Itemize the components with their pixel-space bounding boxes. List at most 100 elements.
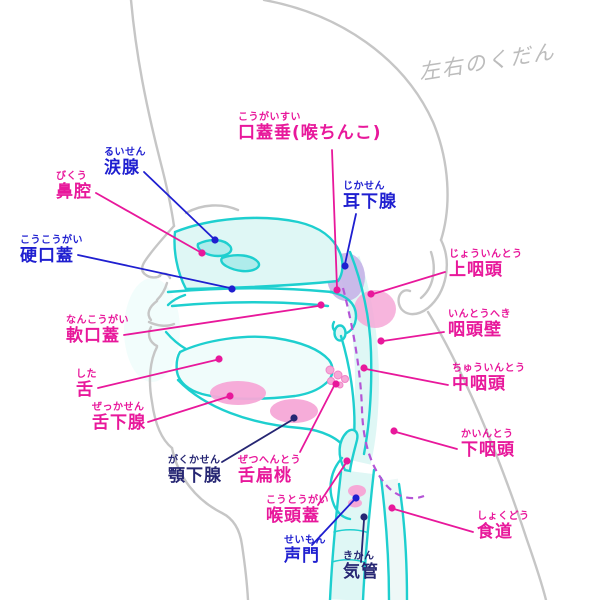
dot-epipharynx [367,290,375,298]
trachea-left-wall [328,470,343,600]
leader-mesopharynx [365,368,449,386]
dot-submandibular [290,414,298,422]
label-nasal-cavity-reading: びくう [56,171,88,182]
leader-epiglottis [317,462,347,506]
leader-pharyngeal-wall [382,331,445,342]
skull-back-line [262,0,449,242]
label-hypopharynx: かいんとう 下咽頭 [461,429,515,460]
label-glottis-text: 声門 [284,545,320,566]
navy-leaders [221,419,365,563]
ear-inner-line [419,250,435,300]
label-lacrimal-gland-reading: るいせん [104,147,146,158]
dot-pharyngeal-wall [377,337,385,345]
label-uvula: こうがいすい 口蓋垂(喉ちんこ) [238,112,382,143]
label-epipharynx-text: 上咽頭 [449,259,503,280]
dot-soft-palate [317,301,325,309]
label-tongue-reading: した [76,369,97,380]
label-submandibular-gland-reading: がくかせん [168,455,221,466]
label-parotid-gland-text: 耳下腺 [343,191,397,212]
dot-trachea [360,513,368,521]
mouth-line [147,320,176,327]
blue-leaders [77,171,357,546]
label-glottis-reading: せいもん [284,535,326,546]
dot-epiglottis [343,457,351,465]
label-epiglottis-reading: こうとうがい [266,495,329,506]
leader-dots [198,236,398,521]
label-mesopharynx-reading: ちゅういんとう [452,363,526,374]
chin-line [148,345,174,450]
leader-parotid [344,213,357,265]
label-parotid-gland-reading: じかせん [343,181,385,192]
esophagus-left-wall [379,476,391,600]
label-lingual-tonsil-reading: ぜつへんとう [238,455,301,466]
trachea-right-wall [361,468,376,600]
dot-lacrimal [211,236,219,244]
label-pharyngeal-wall-reading: いんとうへき [448,309,511,320]
dot-hypopharynx [390,427,398,435]
upper-lip [147,299,159,322]
pharynx-pink-shape [354,290,396,328]
label-hypopharynx-text: 下咽頭 [461,439,515,460]
label-nasal-cavity-text: 鼻腔 [56,181,92,202]
label-trachea-text: 気管 [343,561,379,582]
hard-palate-top [166,287,334,294]
tonsil-dot [341,375,349,383]
forehead-line [129,0,176,228]
label-submandibular-gland-text: 顎下腺 [168,465,222,486]
label-mesopharynx: ちゅういんとう 中咽頭 [452,363,526,394]
glottis-pink-upper [348,485,366,497]
leader-sublingual [147,396,228,423]
leader-glottis [311,499,355,546]
label-lingual-tonsil: ぜつへんとう 舌扁桃 [238,455,301,486]
label-epiglottis-text: 喉頭蓋 [266,505,320,526]
sublingual-gland-shape [210,381,266,405]
label-tongue: した 舌 [76,369,97,400]
dot-sublingual [226,392,234,400]
label-parotid-gland: じかせん 耳下腺 [343,181,397,212]
eyebrow-line [184,204,240,215]
dot-esophagus [388,504,396,512]
airflow-dashed-path [341,287,425,500]
label-mesopharynx-text: 中咽頭 [452,373,506,394]
leader-lingual-tonsil [299,385,335,453]
airway-outlines [164,216,409,600]
esophagus-fill [380,478,407,600]
mouth-floor-line [176,378,350,454]
label-uvula-reading: こうがいすい [238,112,301,123]
label-sublingual-gland: ぜっかせん 舌下腺 [92,402,146,433]
label-nasal-cavity: びくう 鼻腔 [56,171,92,202]
nasal-cavity-shape [173,216,344,291]
label-sublingual-gland-reading: ぜっかせん [92,402,145,413]
leader-nasal-cavity [95,192,201,253]
hard-palate-bottom [170,301,330,308]
philtrum-line [155,281,169,302]
turbinate-2 [220,254,261,273]
dot-parotid [341,262,349,270]
label-submandibular-gland: がくかせん 顎下腺 [168,455,222,486]
dot-lingual-tonsil [332,380,340,388]
label-lacrimal-gland: るいせん 涙腺 [104,147,146,178]
mouth-lower-connector [164,330,188,351]
label-sublingual-gland-text: 舌下腺 [92,412,146,433]
dot-nasal-cavity [198,249,206,257]
magenta-leaders [95,149,474,533]
label-tongue-text: 舌 [76,379,94,400]
jaw-neck-front [170,446,250,600]
label-hard-palate-text: 硬口蓋 [20,245,74,266]
label-uvula-text: 口蓋垂(喉ちんこ) [238,122,382,143]
tonsil-dot [333,370,343,380]
label-lingual-tonsil-text: 舌扁桃 [238,465,292,486]
label-trachea: きかん 気管 [343,551,379,582]
label-pharyngeal-wall: いんとうへき 咽頭壁 [448,309,511,339]
leader-tongue [97,359,217,389]
uvula-tip [333,324,347,342]
label-hard-palate-reading: こうこうがい [20,235,83,246]
leader-epipharynx [372,271,446,295]
label-epiglottis: こうとうがい 喉頭蓋 [266,495,329,526]
leader-lines [77,149,474,563]
leader-submandibular [221,419,293,463]
neck-back-line [426,310,548,600]
label-lacrimal-gland-text: 涙腺 [104,157,140,178]
tongue-outline [175,335,334,400]
